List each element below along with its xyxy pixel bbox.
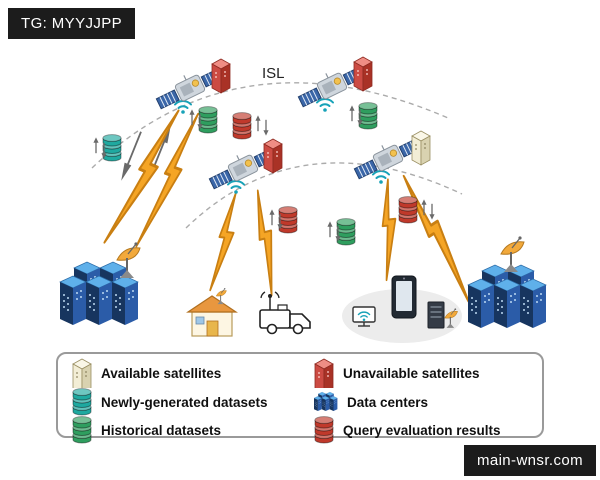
watermark-bottom-right: main-wnsr.com — [463, 445, 596, 476]
legend-item-available-satellites: Available satellites — [70, 358, 312, 388]
down-arrow-icon — [428, 203, 436, 221]
available-satellite-icon — [72, 358, 92, 388]
legend-label: Query evaluation results — [342, 422, 501, 438]
unavailable-satellite-icon — [263, 138, 283, 174]
unavailable-satellite-icon — [314, 358, 334, 388]
unavailable-satellite-icon — [353, 56, 373, 92]
available-satellite-icon — [411, 130, 431, 166]
downlink-arrow — [118, 130, 144, 182]
unavailable-satellite-icon — [211, 58, 231, 94]
isl-label: ISL — [262, 65, 285, 82]
user-devices-group — [342, 275, 462, 343]
historical-datasets-icon — [336, 218, 356, 246]
legend-item-data-centers: Data centers — [312, 388, 536, 416]
legend-label: Newly-generated datasets — [101, 394, 268, 410]
newly-generated-datasets-icon — [102, 134, 122, 162]
up-arrow-icon — [92, 136, 100, 154]
signal-icon — [372, 170, 390, 185]
query-results-icon — [232, 112, 252, 140]
query-results-icon — [398, 196, 418, 224]
historical-datasets-icon — [198, 106, 218, 134]
transmission-bolt — [375, 178, 403, 282]
query-results-icon — [314, 416, 334, 444]
monitor-icon — [352, 306, 376, 327]
data-center-icon — [312, 388, 340, 416]
up-arrow-icon — [268, 208, 276, 226]
broadcast-van — [259, 291, 311, 335]
legend-item-query-evaluation-results: Query evaluation results — [312, 416, 536, 444]
legend-label: Historical datasets — [101, 422, 222, 438]
newly-generated-datasets-icon — [72, 388, 92, 416]
up-arrow-icon — [348, 104, 356, 122]
legend-label: Data centers — [346, 394, 428, 410]
legend-label: Available satellites — [101, 365, 222, 381]
watermark-top-left: TG: MYYJJPP — [8, 8, 136, 39]
house — [186, 287, 238, 337]
transmission-bolt — [209, 190, 241, 294]
legend-item-newly-generated-datasets: Newly-generated datasets — [70, 388, 312, 416]
transmission-bolt — [245, 188, 288, 297]
query-results-icon — [278, 206, 298, 234]
orbit-path-2 — [185, 162, 463, 229]
legend: Available satellites Unavailable satelli… — [56, 352, 544, 444]
server-rack-icon — [427, 301, 445, 329]
signal-icon — [227, 180, 245, 195]
legend-item-unavailable-satellites: Unavailable satellites — [312, 358, 536, 388]
legend-item-historical-datasets: Historical datasets — [70, 416, 312, 444]
data-center-right — [468, 265, 546, 328]
up-arrow-icon — [254, 114, 262, 132]
legend-label: Unavailable satellites — [342, 365, 480, 381]
historical-datasets-icon — [72, 416, 92, 444]
up-arrow-icon — [326, 220, 334, 238]
signal-icon — [316, 98, 334, 113]
historical-datasets-icon — [358, 102, 378, 130]
orbit-path-1 — [91, 82, 449, 169]
down-arrow-icon — [262, 119, 270, 137]
smartphone-icon — [391, 275, 417, 319]
